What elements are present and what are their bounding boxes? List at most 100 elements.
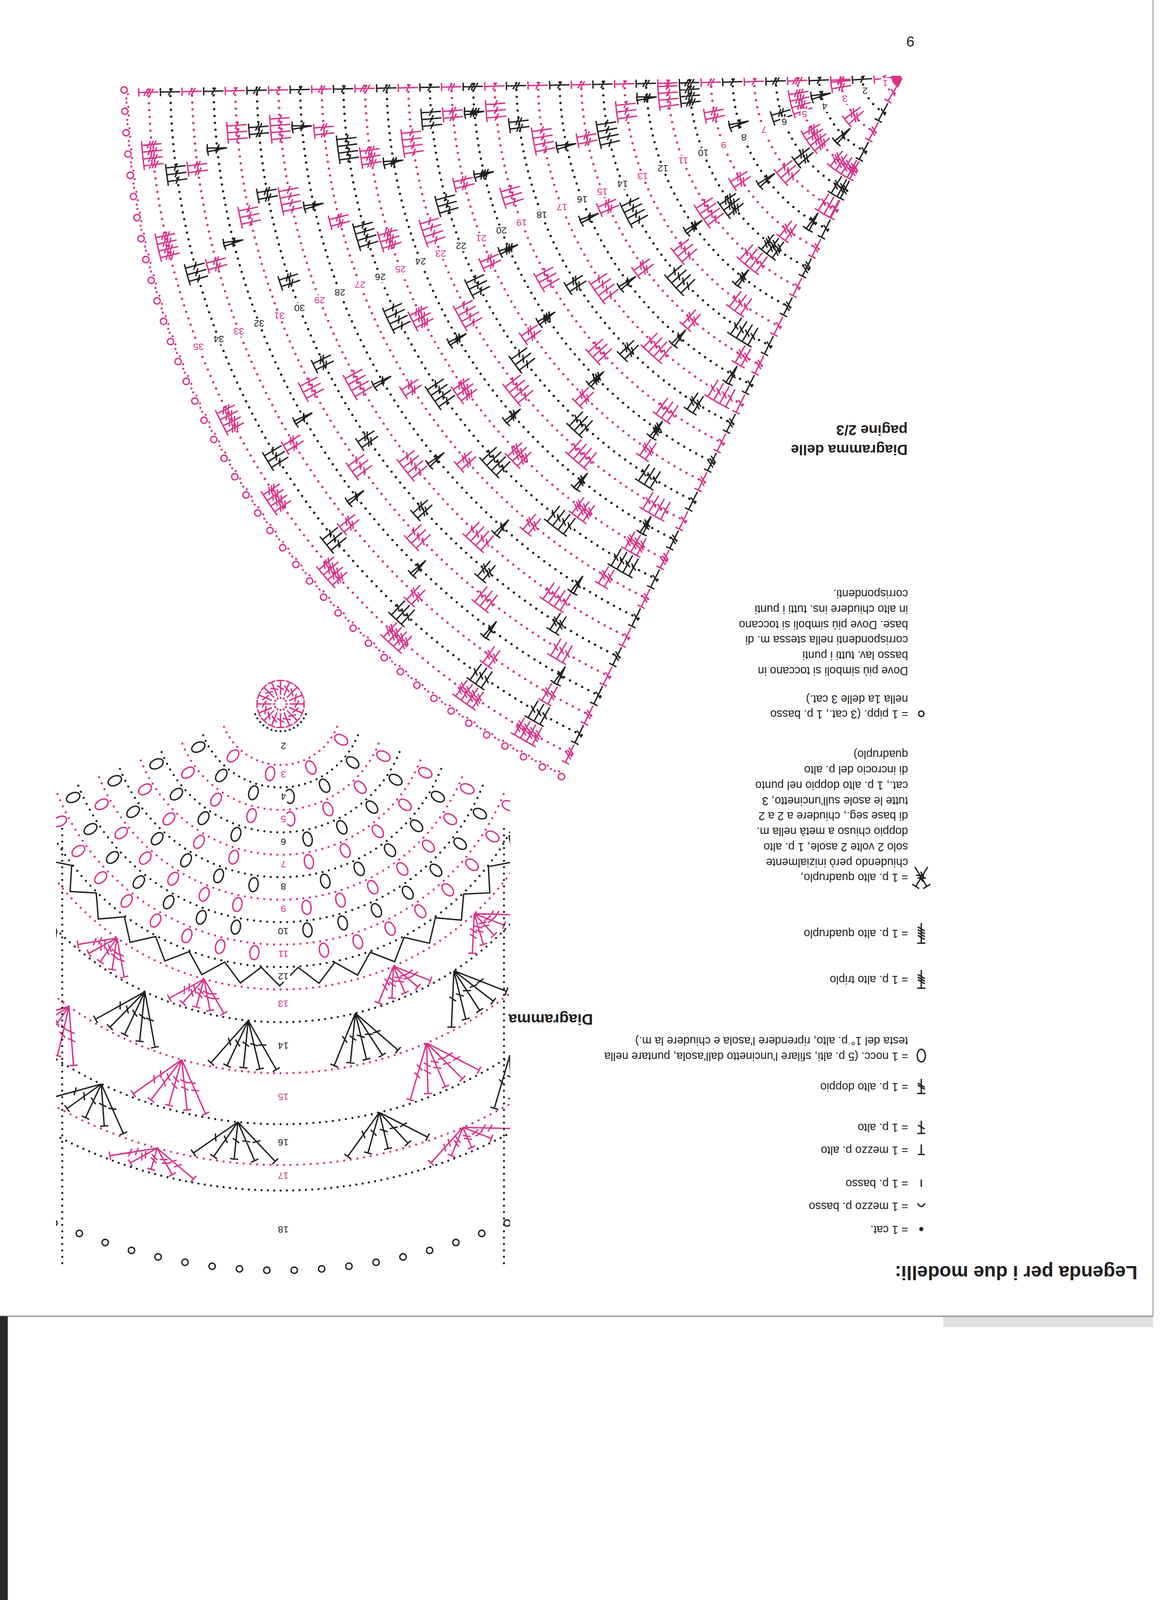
- stitch-symbol: [918, 1144, 925, 1155]
- stitch-symbol: [920, 1178, 923, 1187]
- row-number: 10: [276, 925, 290, 937]
- chain-row: [160, 750, 401, 834]
- row-number: 21: [474, 233, 488, 244]
- row-number: 18: [534, 209, 549, 221]
- chain-row: [580, 80, 764, 367]
- stitch-symbol: [917, 1048, 926, 1062]
- stitch-row: [56, 861, 510, 1164]
- chain-row: [56, 792, 505, 946]
- row-number: 4: [820, 101, 829, 112]
- stitch-row: [657, 79, 802, 298]
- chain-row: [839, 76, 878, 134]
- stitch-row: [56, 860, 510, 1116]
- chain-row: [139, 758, 422, 856]
- stitch-row: [744, 77, 841, 220]
- stitch-row: [592, 80, 774, 356]
- chain-row: [752, 77, 839, 212]
- row-number: 35: [192, 341, 206, 353]
- chart-title: Diagramma delle pagine 2/3: [750, 420, 908, 460]
- page-edge: [0, 1315, 1153, 1317]
- stitch-row: [138, 88, 575, 764]
- chain-row: [56, 884, 510, 1192]
- stitch-row: [398, 83, 688, 531]
- center-ring: [273, 696, 288, 712]
- chain-row: [255, 86, 621, 659]
- legend-text: = 1 mezzo p. basso: [809, 1198, 909, 1214]
- stitch-row: [571, 80, 764, 375]
- small-chart: [56, 680, 510, 1274]
- row-number: 31: [272, 310, 286, 322]
- stitch-row: [484, 82, 727, 453]
- row-number: 30: [292, 302, 307, 314]
- row-number: 8: [279, 881, 288, 892]
- chain-row: [406, 83, 687, 523]
- stitch-row: [333, 84, 660, 589]
- row-number: 3: [279, 768, 288, 780]
- chain-row: [342, 84, 659, 581]
- stitch-row: [138, 767, 432, 869]
- chain-row: [493, 82, 726, 445]
- stitch-row: [830, 76, 878, 142]
- row-number: 16: [276, 1137, 290, 1148]
- stitch-row: [227, 734, 348, 781]
- chain-row: [363, 84, 669, 561]
- stitch-row: [66, 792, 487, 937]
- chain-row: [202, 733, 359, 789]
- chain-row: [56, 801, 510, 968]
- stitch-row: [420, 83, 698, 512]
- legend-text: = 1 p. alto: [857, 1119, 909, 1136]
- chain-row: [119, 767, 443, 878]
- row-number: 15: [276, 1091, 290, 1102]
- stitch-symbol: [917, 1078, 926, 1094]
- stitch-row: [56, 802, 510, 986]
- row-number: 11: [676, 155, 690, 167]
- stitch-row: [290, 85, 641, 629]
- legend-text: = 1 pipp. (3 cat., 1 p. basso nella 1a d…: [748, 690, 909, 722]
- legend-text: = 1 nocc. (5 p. alti, sfilare l'uncinett…: [593, 1032, 909, 1064]
- stitch-row: [181, 750, 390, 826]
- row-number: 15: [595, 186, 609, 198]
- chain-row: [223, 725, 339, 766]
- picot-edge: [120, 86, 565, 780]
- legend-text: = 1 p. basso: [845, 1175, 909, 1192]
- chain-row: [428, 83, 697, 504]
- stitch-row: [722, 77, 831, 239]
- stitch-row: [56, 912, 510, 1273]
- legend-text: = 1 p. alto quadruplo, chiudendo però in…: [748, 746, 909, 886]
- page-curl: [943, 1315, 1153, 1327]
- chain-row: [254, 712, 307, 733]
- legend-title: Legenda per i due modelli:: [894, 1258, 1138, 1285]
- chain-row: [558, 81, 754, 387]
- row-number: 33: [232, 326, 246, 337]
- row-number: 1: [881, 77, 890, 89]
- stitch-row: [191, 741, 359, 804]
- row-number: 5: [800, 109, 809, 120]
- legend-text: = 1 p. alto triplo: [829, 971, 909, 987]
- stitch-row: [528, 81, 746, 415]
- row-number: 11: [276, 948, 290, 960]
- stitch-symbol: [918, 710, 925, 717]
- row-number: 12: [656, 163, 670, 174]
- stitch-row: [765, 77, 850, 201]
- row-number: 17: [555, 202, 569, 213]
- chain-row: [147, 88, 574, 756]
- chain-row: [514, 82, 735, 426]
- side-chain: [61, 827, 505, 1264]
- row-number: 6: [780, 116, 789, 128]
- note-text: Dove più simboli si toccano in basso lav…: [730, 586, 909, 679]
- stitch-row: [246, 86, 622, 667]
- chain-row: [77, 784, 484, 924]
- stitch-row: [873, 74, 899, 104]
- row-number: 32: [252, 318, 266, 329]
- chain-row: [536, 81, 745, 406]
- stitch-symbol: [919, 1226, 924, 1231]
- row-number: 19: [514, 217, 529, 229]
- stitch-row: [94, 783, 474, 915]
- row-number: 34: [212, 333, 226, 345]
- row-number: 2: [861, 85, 870, 97]
- stitch-symbol: [917, 1120, 925, 1133]
- chain-row: [56, 875, 510, 1166]
- stitch-row: [636, 79, 793, 317]
- chain-row: [623, 79, 782, 328]
